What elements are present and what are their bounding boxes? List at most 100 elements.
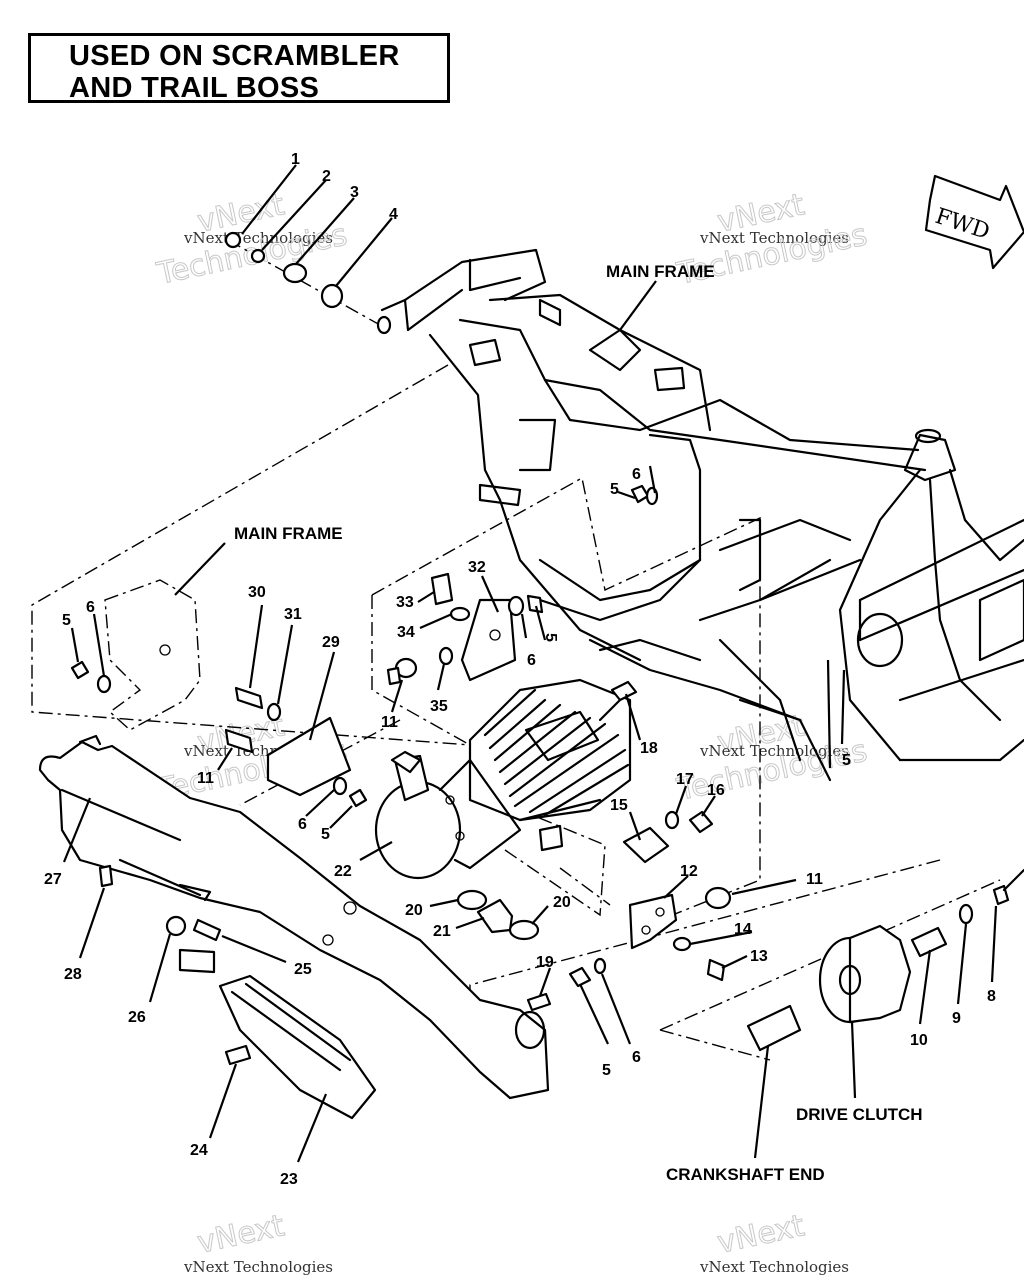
label-drive-clutch: DRIVE CLUTCH	[796, 1105, 923, 1124]
part-26-ball	[165, 915, 187, 937]
callout-6: 6	[86, 599, 95, 616]
forward-arrow-icon: FWD	[924, 174, 1024, 270]
callout-35: 35	[430, 698, 448, 715]
part-33-bolt	[430, 572, 454, 606]
part-30-bolt	[234, 686, 264, 710]
watermark-top-left: vNext vNext Technologies Technologies	[153, 187, 351, 293]
callout-6: 6	[632, 1049, 641, 1066]
part-6-washer-left	[96, 674, 112, 694]
part-4-grommet	[320, 283, 344, 309]
callout-33: 33	[396, 594, 414, 611]
title-line-2: AND TRAIL BOSS	[69, 72, 320, 104]
rear-mount-12	[568, 886, 732, 988]
callout-8: 8	[987, 988, 996, 1005]
callout-9: 9	[952, 1010, 961, 1027]
part-15-mount	[622, 826, 670, 864]
part-24-screw	[224, 1044, 252, 1066]
callout-6: 6	[632, 466, 641, 483]
part-1-nut	[224, 231, 242, 249]
watermark-line-1: vNext	[194, 1208, 287, 1261]
callout-6: 6	[298, 816, 307, 833]
part-19-spring	[526, 992, 552, 1012]
label-crankshaft-end: CRANKSHAFT END	[666, 1165, 825, 1184]
label-main-frame-left: MAIN FRAME	[234, 524, 343, 543]
callout-22: 22	[334, 863, 352, 880]
callout-29: 29	[322, 634, 340, 651]
exhaust-system	[38, 734, 552, 1120]
part-5-nut-left	[70, 660, 90, 680]
callout-5-rotated: 5	[542, 633, 559, 642]
callout-30: 30	[248, 584, 266, 601]
callout-23: 23	[280, 1171, 298, 1188]
title-box: USED ON SCRAMBLER AND TRAIL BOSS	[28, 33, 450, 104]
part-5-nut-lower	[568, 966, 592, 988]
watermark-bottom-left: vNext vNext Technologies	[183, 1208, 333, 1276]
part-31-washer	[266, 702, 282, 722]
callout-10: 10	[910, 1032, 928, 1049]
part-13-bolt	[706, 958, 726, 982]
watermark-line-2: vNext Technologies	[183, 1258, 333, 1276]
callout-11: 11	[197, 770, 214, 787]
callout-20: 20	[405, 902, 423, 919]
callout-25: 25	[294, 961, 312, 978]
callout-19: 19	[536, 954, 554, 971]
part-21-boot	[476, 898, 514, 934]
watermark-line-2: vNext Technologies	[699, 742, 849, 760]
part-2-washer	[250, 248, 266, 264]
callout-21: 21	[433, 923, 451, 940]
watermark-bottom-right: vNext vNext Technologies	[699, 1208, 849, 1276]
callout-20: 20	[553, 894, 571, 911]
callout-5: 5	[602, 1062, 611, 1079]
callout-5: 5	[321, 826, 330, 843]
callout-18: 18	[640, 740, 658, 757]
part-11-mount-left	[224, 728, 254, 754]
watermark-line-1: vNext	[714, 1208, 807, 1261]
callout-16: 16	[707, 782, 725, 799]
callout-12: 12	[680, 863, 698, 880]
callout-5: 5	[610, 481, 619, 498]
main-frame-upper	[380, 248, 1024, 782]
engine-mount-32-35	[386, 484, 659, 686]
part-32-bracket	[460, 598, 517, 682]
watermark-line-2: vNext Technologies	[183, 229, 333, 247]
callout-31: 31	[284, 606, 302, 623]
part-20-clamp-left	[456, 889, 488, 911]
callout-5: 5	[842, 752, 851, 769]
callout-26: 26	[128, 1009, 146, 1026]
part-14-washer	[672, 936, 692, 952]
part-callouts: 1 2 3 4 6 5 32 33 34 5 6 35 11 18 30 31 …	[44, 151, 996, 1188]
callout-32: 32	[468, 559, 486, 576]
mount-plate-29-assembly	[224, 686, 368, 808]
callout-11: 11	[806, 871, 823, 888]
part-12-bracket	[628, 893, 678, 950]
callout-13: 13	[750, 948, 768, 965]
part-28-bolt	[98, 864, 114, 888]
part-20-clamp-right	[508, 919, 540, 941]
callout-27: 27	[44, 871, 62, 888]
part-10-spacer	[910, 926, 948, 958]
callout-15: 15	[610, 797, 628, 814]
callout-6: 6	[527, 652, 536, 669]
drive-clutch-assembly	[746, 868, 1024, 1052]
callout-1: 1	[291, 151, 300, 168]
intake-boot-assembly	[456, 889, 540, 941]
leader-lines	[62, 164, 998, 1163]
callout-5: 5	[62, 612, 71, 629]
part-11-mount-rear	[704, 886, 732, 910]
part-25-spring	[192, 918, 222, 942]
watermark-mid-right: vNext vNext Technologies Technologies	[673, 708, 871, 809]
callout-28: 28	[64, 966, 82, 983]
callout-14: 14	[734, 921, 752, 938]
watermark-line-2: vNext Technologies	[699, 1258, 849, 1276]
watermark-line-2: vNext Technologies	[699, 229, 849, 247]
part-35-washer	[438, 646, 454, 666]
part-29-plate	[266, 716, 352, 797]
callout-2: 2	[322, 168, 331, 185]
part-17-washer	[664, 810, 680, 830]
hardware-stack-1-4	[224, 231, 392, 335]
part-16-nut	[688, 810, 714, 834]
part-34-washer	[449, 606, 471, 622]
engine-assembly	[374, 678, 714, 880]
part-6-washer-lower	[593, 957, 607, 975]
